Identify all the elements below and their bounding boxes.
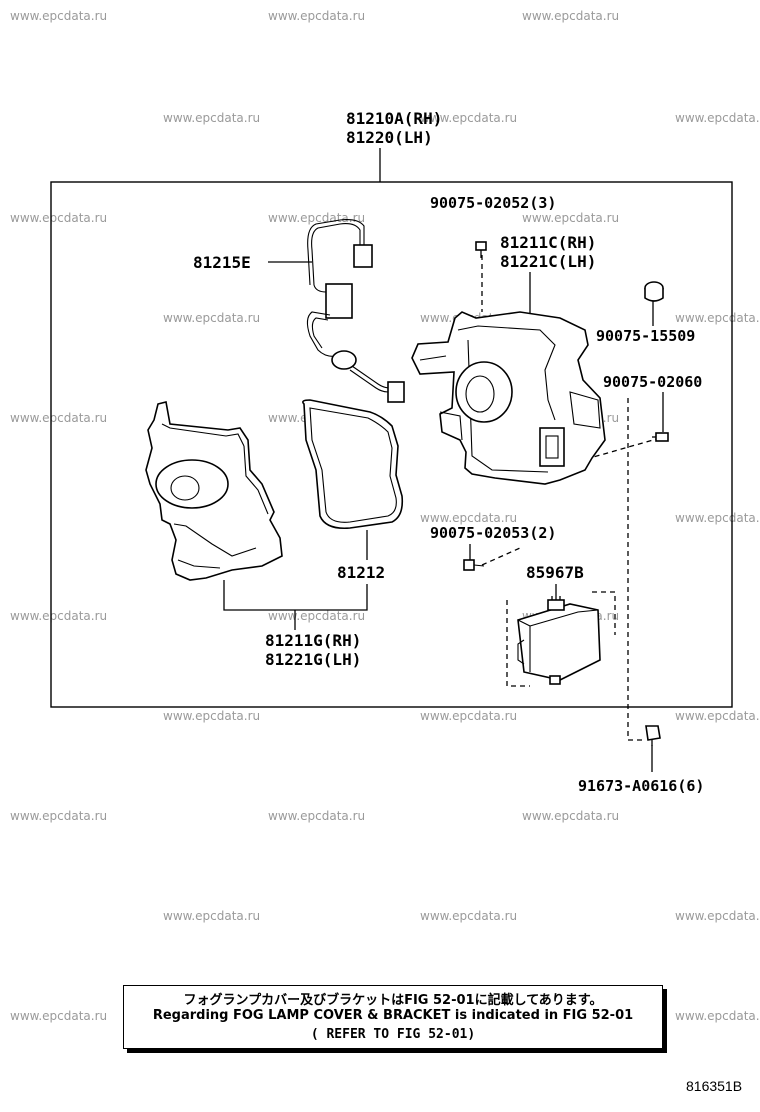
label-81211C-rh[interactable]: 81211C(RH) xyxy=(500,233,596,252)
watermark: www.epcdata.ru xyxy=(675,511,760,525)
lamp-bulb-housing xyxy=(455,361,513,423)
watermark: www.epcdata.ru xyxy=(10,211,107,225)
watermark: www.epcdata.ru xyxy=(420,111,517,125)
label-81221C-lh[interactable]: 81221C(LH) xyxy=(500,252,596,271)
cover-lens xyxy=(155,459,229,509)
watermark: www.epcdata.ru xyxy=(10,1009,107,1023)
label-81215E[interactable]: 81215E xyxy=(193,253,251,272)
watermark: www.epcdata.ru xyxy=(268,211,365,225)
screw-mid-dashed xyxy=(481,547,521,566)
watermark: www.epcdata.ru xyxy=(675,709,760,723)
relay-dashed-bracket xyxy=(506,600,530,687)
lamp-housing xyxy=(411,311,606,485)
wire-harness xyxy=(306,219,405,403)
leader-bolt-dashed xyxy=(627,398,645,741)
label-90075-02053[interactable]: 90075-02053(2) xyxy=(430,524,556,542)
gasket-81212 xyxy=(302,399,404,530)
watermark: www.epcdata.ru xyxy=(10,609,107,623)
relay-dashed-bracket-right xyxy=(592,591,616,635)
leader-screw-right-dashed xyxy=(589,437,661,459)
wire-connector-top xyxy=(353,244,373,268)
watermark: www.epcdata.ru xyxy=(10,809,107,823)
watermark: www.epcdata.ru xyxy=(163,909,260,923)
watermark: www.epcdata.ru xyxy=(420,709,517,723)
watermark: www.epcdata.ru xyxy=(10,9,107,23)
watermark: www.epcdata.ru xyxy=(163,709,260,723)
label-81211G-rh[interactable]: 81211G(RH) xyxy=(265,631,361,650)
label-81212[interactable]: 81212 xyxy=(337,563,385,582)
watermark: www.epcdata.ru xyxy=(522,9,619,23)
watermark: www.epcdata.ru xyxy=(163,311,260,325)
watermark: www.epcdata.ru xyxy=(268,809,365,823)
assembly-frame xyxy=(50,181,733,708)
watermark: www.epcdata.ru xyxy=(268,9,365,23)
bolt-91673 xyxy=(645,725,661,746)
label-81210A-rh[interactable]: 81210A(RH) xyxy=(346,109,442,128)
watermark: www.epcdata.ru xyxy=(675,311,760,325)
watermark: www.epcdata.ru xyxy=(522,211,619,225)
leader-lines xyxy=(223,255,664,772)
label-90075-02060[interactable]: 90075-02060 xyxy=(603,373,702,391)
relay-85967B xyxy=(517,596,601,685)
watermark: www.epcdata.ru xyxy=(522,809,619,823)
wire-grommet xyxy=(331,350,357,370)
note-box: フォグランプカバー及びブラケットはFIG 52-01に記載してあります。 Reg… xyxy=(123,985,663,1049)
label-91673-A0616[interactable]: 91673-A0616(6) xyxy=(578,777,704,795)
label-85967B[interactable]: 85967B xyxy=(526,563,584,582)
watermark: www.epcdata.ru xyxy=(163,111,260,125)
label-81220-lh[interactable]: 81220(LH) xyxy=(346,128,433,147)
note-japanese: フォグランプカバー及びブラケットはFIG 52-01に記載してあります。 xyxy=(183,993,603,1008)
grommet-90075-15509 xyxy=(644,281,664,302)
wire-plug xyxy=(387,381,405,403)
watermark: www.epcdata.ru xyxy=(675,1009,760,1023)
lamp-cover xyxy=(145,401,283,581)
watermark: www.epcdata.ru xyxy=(675,909,760,923)
figure-code: 816351B xyxy=(686,1078,743,1094)
screw-mid xyxy=(463,559,485,571)
watermark: www.epcdata.ru xyxy=(420,511,517,525)
leader-cover-bracket xyxy=(223,580,368,611)
note-reference-link[interactable]: ( REFER TO FIG 52-01) xyxy=(310,1027,476,1042)
watermark: www.epcdata.ru xyxy=(268,609,365,623)
screw-right xyxy=(652,432,669,442)
label-90075-15509[interactable]: 90075-15509 xyxy=(596,327,695,345)
label-90075-02052[interactable]: 90075-02052(3) xyxy=(430,194,556,212)
screw-top xyxy=(475,241,487,258)
watermark: www.epcdata.ru xyxy=(10,411,107,425)
wire-connector-mid xyxy=(325,283,353,319)
note-english: Regarding FOG LAMP COVER & BRACKET is in… xyxy=(152,1008,634,1023)
watermark: www.epcdata.ru xyxy=(675,111,760,125)
watermark: www.epcdata.ru xyxy=(420,909,517,923)
label-81221G-lh[interactable]: 81221G(LH) xyxy=(265,650,361,669)
